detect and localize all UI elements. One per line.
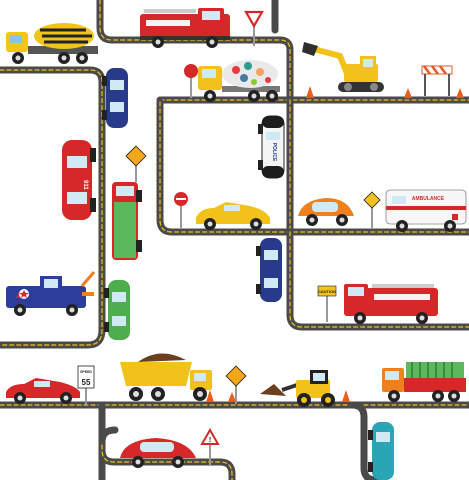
caution-label: CAUTION bbox=[318, 289, 336, 294]
excavator-icon bbox=[302, 42, 384, 92]
traffic-cone-icon bbox=[456, 88, 464, 98]
construction-barrier-icon bbox=[421, 65, 453, 96]
cement-mixer-truck-icon bbox=[6, 23, 98, 64]
sedan-car-icon bbox=[102, 68, 128, 128]
warning-sign-icon: ! bbox=[200, 427, 220, 466]
beetle-car-icon bbox=[298, 198, 354, 226]
delivery-truck-icon bbox=[112, 182, 142, 260]
speed-limit-label: SPEED bbox=[80, 370, 92, 374]
warning-sign-icon bbox=[125, 145, 147, 182]
stop-sign-icon bbox=[174, 192, 188, 228]
warning-exclamation: ! bbox=[209, 437, 211, 444]
caution-sign-icon: CAUTION bbox=[317, 285, 337, 322]
fire-truck-icon bbox=[140, 8, 230, 48]
fire-truck-icon bbox=[344, 284, 438, 324]
stop-sign-icon bbox=[184, 64, 198, 98]
warning-sign-icon bbox=[363, 191, 381, 228]
police-label: POLICE bbox=[271, 143, 277, 162]
police-car-icon: POLICE bbox=[258, 115, 285, 179]
sedan-car-icon bbox=[104, 280, 130, 340]
traffic-cone-icon bbox=[404, 88, 412, 98]
traffic-cone-icon bbox=[228, 392, 236, 402]
bulldozer-icon bbox=[260, 370, 335, 407]
ambulance-label: AMBULANCE bbox=[412, 196, 445, 202]
ambulance-icon: AMBULANCE bbox=[385, 189, 467, 232]
dump-truck-icon bbox=[120, 353, 212, 401]
warning-sign-icon bbox=[225, 365, 247, 404]
traffic-cone-icon bbox=[342, 390, 350, 402]
beetle-car-icon bbox=[120, 438, 196, 468]
speed-limit-sign-icon: SPEED 55 bbox=[77, 365, 95, 406]
sports-car-icon bbox=[6, 378, 80, 404]
yield-sign-icon bbox=[244, 10, 264, 46]
speed-limit-value: 55 bbox=[82, 378, 91, 387]
traffic-cone-icon bbox=[306, 86, 314, 98]
polka-dot-mixer-truck-icon bbox=[198, 60, 280, 102]
delivery-truck-icon bbox=[382, 362, 466, 402]
fire-chief-car-icon: 911 bbox=[62, 140, 96, 220]
sports-car-icon bbox=[196, 202, 270, 230]
fire-number-label: 911 bbox=[82, 180, 88, 190]
tow-truck-icon bbox=[6, 271, 96, 316]
sedan-car-icon bbox=[256, 238, 282, 302]
traffic-cone-icon bbox=[206, 390, 214, 402]
sedan-car-icon bbox=[368, 422, 394, 480]
